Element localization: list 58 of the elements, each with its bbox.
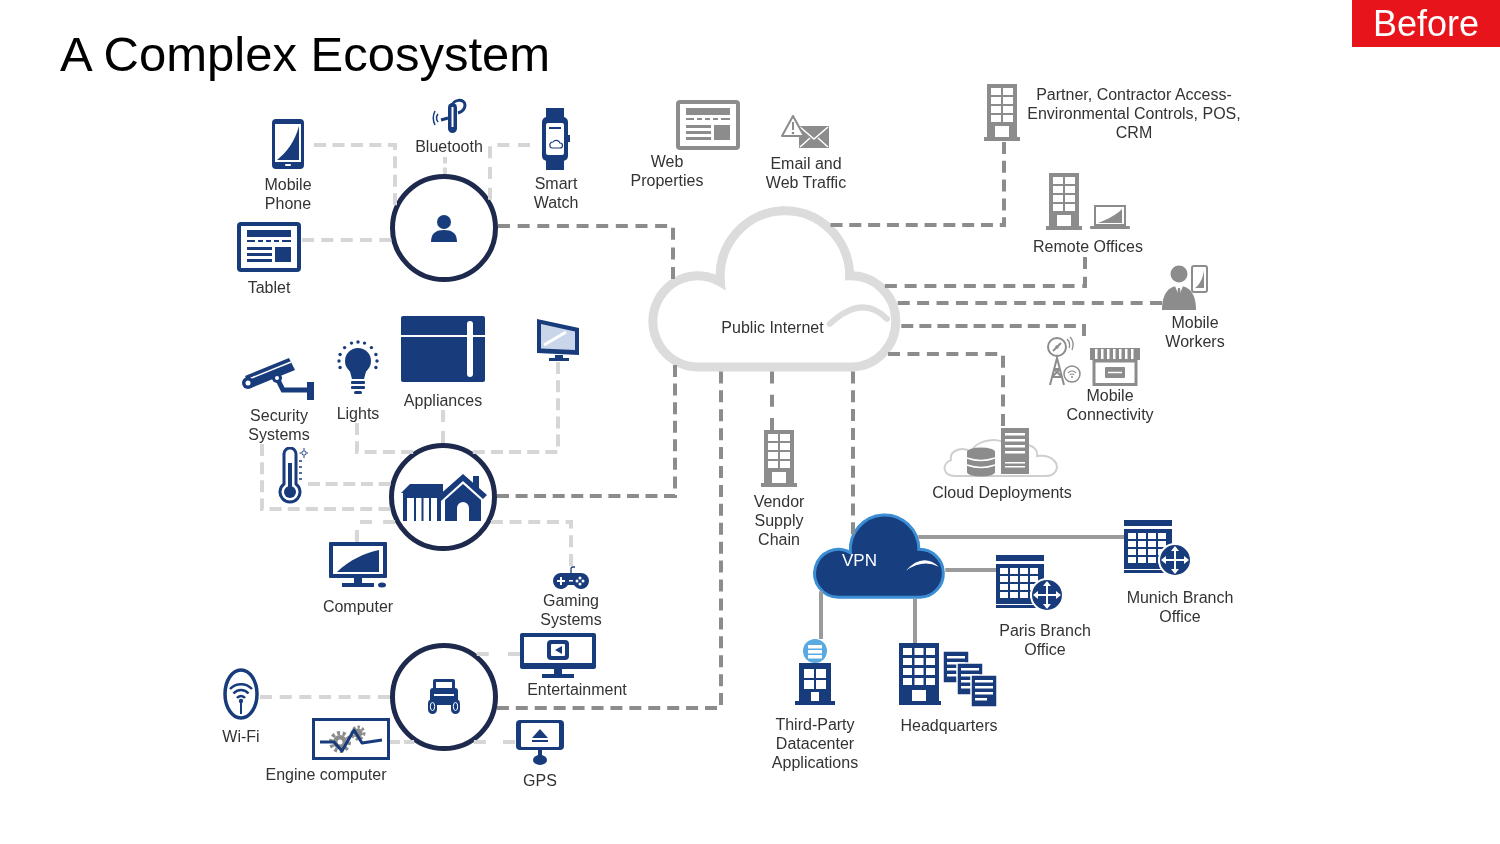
connector-line: [314, 143, 397, 206]
node-label: Mobile Connectivity: [1065, 386, 1155, 424]
node-label: Cloud Deployments: [932, 483, 1072, 502]
connector-line: [851, 371, 855, 535]
connector-line: [770, 371, 774, 430]
connector-line: [490, 520, 573, 566]
connector-line: [473, 740, 515, 744]
node-label: Appliances: [403, 391, 483, 410]
node-label: Gaming Systems: [539, 591, 603, 629]
connector-line: [819, 591, 823, 639]
connector-line: [830, 142, 1006, 227]
node-label: Tablet: [247, 278, 291, 297]
connector-line: [308, 482, 391, 486]
node-label: Lights: [336, 404, 380, 423]
node-label: Partner, Contractor Access- Environmental Controls, POS, CRM: [1026, 85, 1242, 142]
node-label: Vendor Supply Chain: [752, 492, 806, 549]
slide-tag: Before: [1352, 0, 1500, 47]
connector-line: [498, 224, 675, 279]
node-label: Security Systems: [247, 406, 311, 444]
connector-line: [913, 598, 917, 643]
node-label: GPS: [523, 771, 557, 790]
connector-line: [355, 423, 414, 454]
connector-line: [441, 410, 445, 443]
node-label: Third-Party Datacenter Applications: [770, 715, 860, 772]
connector-line: [476, 652, 520, 656]
connector-line: [302, 238, 392, 242]
connector-line: [497, 365, 677, 498]
connector-line: [443, 157, 447, 174]
connector-line: [897, 301, 1162, 305]
connector-line: [488, 143, 530, 200]
slide-title: A Complex Ecosystem: [60, 30, 551, 79]
node-label: Remote Offices: [1033, 237, 1143, 256]
node-label: Bluetooth: [415, 137, 483, 156]
node-label: Engine computer: [265, 765, 387, 784]
connector-line: [901, 324, 1086, 336]
node-label: Computer: [322, 597, 394, 616]
node-label: Paris Branch Office: [998, 621, 1092, 659]
node-label: Web Properties: [629, 152, 705, 190]
node-label: Public Internet: [721, 318, 824, 337]
connector-line: [884, 257, 1087, 288]
node-label: Email and Web Traffic: [764, 154, 848, 192]
node-label: Mobile Workers: [1164, 313, 1226, 351]
node-label: Smart Watch: [532, 174, 580, 212]
connector-line: [888, 352, 1005, 426]
node-label: Wi-Fi: [222, 727, 260, 746]
node-label: Mobile Phone: [263, 175, 313, 213]
connector-line: [918, 535, 1124, 539]
connector-line: [260, 695, 390, 699]
connector-line: [260, 444, 391, 511]
node-label: Munich Branch Office: [1125, 588, 1235, 626]
connector-line: [472, 362, 560, 454]
node-label: Entertainment: [527, 680, 627, 699]
connector-line: [390, 740, 415, 744]
node-label: VPN: [842, 551, 877, 570]
connector-line: [496, 371, 723, 710]
connector-line: [945, 568, 996, 572]
connector-line: [355, 520, 396, 542]
node-label: Headquarters: [900, 716, 998, 735]
